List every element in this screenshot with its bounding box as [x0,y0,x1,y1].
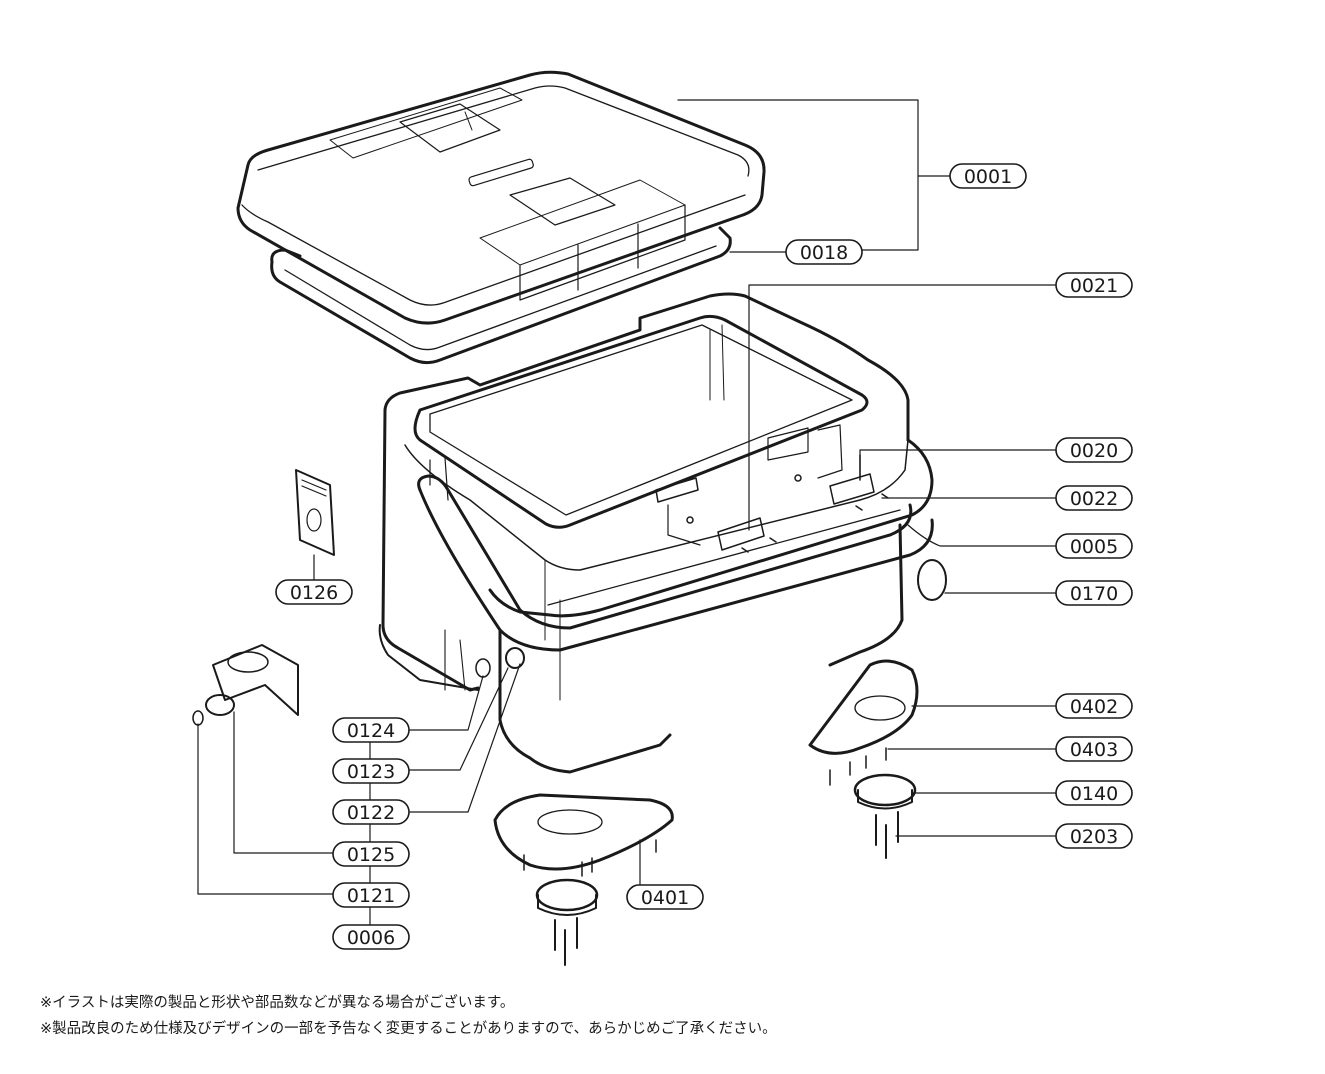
disclaimer-notes: ※イラストは実際の製品と形状や部品数などが異なる場合がございます。 ※製品改良の… [40,990,1300,1042]
part-label-0020: 0020 [1070,440,1118,462]
part-label-0021: 0021 [1070,275,1118,297]
part-label-0170: 0170 [1070,583,1118,605]
part-label-0018: 0018 [800,242,848,264]
note-line-2: ※製品改良のため仕様及びデザインの一部を予告なく変更することがありますので、あら… [40,1021,777,1037]
part-label-0124: 0124 [347,720,395,742]
part-label-0125: 0125 [347,844,395,866]
exploded-parts-diagram: 0001 0018 0021 0020 0022 0005 0170 0402 … [192,70,1133,966]
lid-illustration [236,70,766,325]
part-label-0121: 0121 [347,885,395,907]
note-line-1: ※イラストは実際の製品と形状や部品数などが異なる場合がございます。 [40,995,515,1011]
part-label-0005: 0005 [1070,536,1118,558]
part-label-0022: 0022 [1070,488,1118,510]
gasket-illustration [270,226,732,365]
leader-lines [197,99,1058,926]
label-frames [275,163,1133,950]
foot-0401-illustration [493,793,674,966]
part-label-0403: 0403 [1070,739,1118,761]
sticker-0170-illustration [917,559,947,601]
part-label-0401: 0401 [641,887,689,909]
handle-illustration [417,474,934,652]
hinge-hardware-illustration [655,454,889,553]
part-label-0203: 0203 [1070,826,1118,848]
drain-assembly-illustration [192,644,525,726]
part-label-0122: 0122 [347,802,395,824]
part-label-0001: 0001 [964,166,1012,188]
part-label-0126: 0126 [290,582,338,604]
label-0126-illustration [295,469,335,556]
part-label-0140: 0140 [1070,783,1118,805]
part-label-0006: 0006 [347,927,395,949]
part-label-0123: 0123 [347,761,395,783]
foot-0402-illustration [808,659,919,859]
cooler-body-illustration [378,292,934,774]
part-label-0402: 0402 [1070,696,1118,718]
